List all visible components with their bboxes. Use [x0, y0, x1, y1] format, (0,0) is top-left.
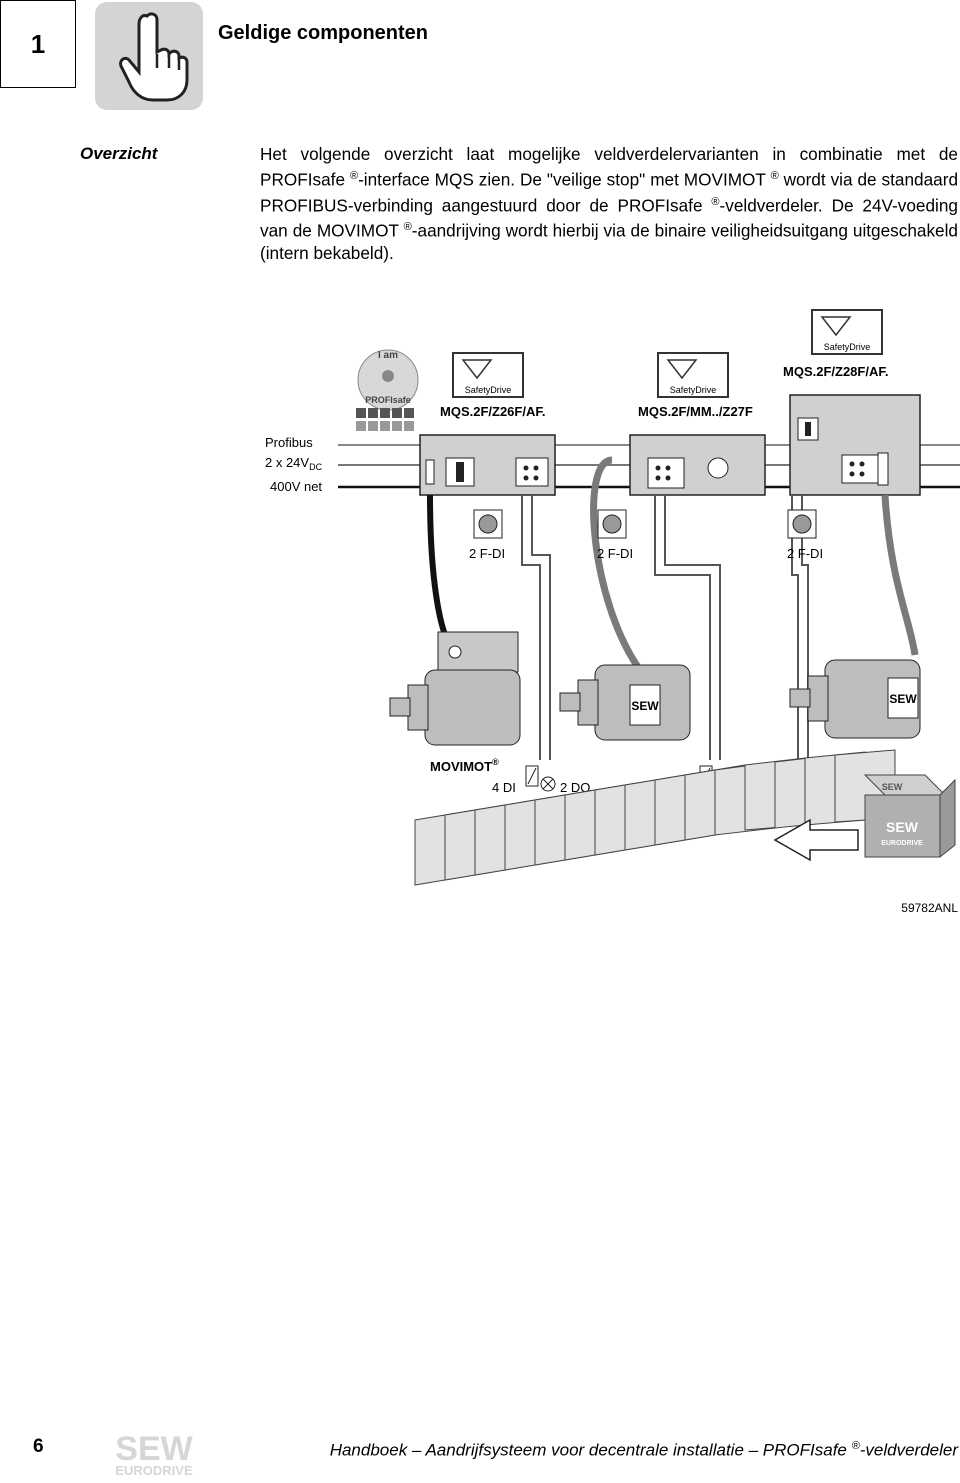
profisafe-badge: I am PROFIsafe [357, 349, 419, 411]
fdi-label-1: 2 F-DI [469, 546, 505, 561]
paragraph-part-1: Het volgende overzicht laat mogelijke ve… [260, 144, 958, 190]
footer-title: Handboek – Aandrijfsysteem voor decentra… [329, 1440, 958, 1460]
sew-package: SEW SEW EURODRIVE [863, 774, 956, 859]
fdi-label-2: 2 F-DI [597, 546, 633, 561]
movimot-label: MOVIMOT® [430, 757, 499, 774]
paragraph-part-2: -interface MQS zien. De "veilige stop" m… [358, 169, 766, 190]
cable-motor-3 [881, 494, 919, 656]
svg-text:SafetyDrive: SafetyDrive [670, 385, 717, 395]
paragraph-part-4: -veldverdeler. De 24V-voeding van de MOV… [260, 195, 958, 242]
direction-arrow-icon [773, 818, 859, 862]
field-distributor-2 [629, 434, 766, 496]
badge-line-2: PROFIsafe [365, 395, 411, 405]
registered-mark: ® [403, 221, 412, 234]
registered-mark: ® [349, 170, 359, 182]
field-distributor-3 [789, 394, 921, 496]
registered-mark: ® [770, 170, 779, 182]
pointing-hand-icon [95, 2, 203, 110]
motor-3: SEW [789, 659, 921, 739]
section-label: Overzicht [80, 144, 158, 163]
cable-motor-1 [427, 494, 453, 647]
module-label-1: MQS.2F/Z26F/AF. [440, 404, 545, 419]
motor-movimot [389, 631, 521, 746]
emergency-stop-3 [787, 509, 817, 539]
figure-id: 59782ANL [901, 901, 958, 915]
safetydrive-logo-2: SafetyDrive [657, 352, 729, 398]
field-distributor-1 [419, 434, 556, 496]
svg-text:SafetyDrive: SafetyDrive [465, 385, 512, 395]
chapter-title: Geldige componenten [218, 22, 429, 44]
svg-text:SEW: SEW [886, 819, 919, 835]
cable-motor-2 [590, 456, 643, 673]
profibus-label: Profibus [265, 435, 313, 450]
svg-text:SEW: SEW [889, 692, 917, 706]
svg-text:SEW: SEW [115, 1430, 193, 1468]
intro-paragraph: Het volgende overzicht laat mogelijke ve… [260, 143, 958, 264]
registered-mark: ® [711, 195, 720, 208]
paragraph-part-5: -aandrijving wordt hierbij via de binair… [260, 221, 958, 264]
system-overview-figure: I am PROFIsafe SafetyDrive SafetyDrive S… [250, 300, 960, 940]
profibus-logo [356, 408, 414, 431]
page-number: 6 [33, 1436, 44, 1457]
module-label-2: MQS.2F/MM../Z27F [638, 404, 753, 419]
motor-2: SEW [559, 664, 691, 741]
emergency-stop-1 [473, 509, 503, 539]
svg-text:SEW: SEW [631, 699, 659, 713]
module-label-3: MQS.2F/Z28F/AF. [783, 364, 888, 379]
svg-text:SafetyDrive: SafetyDrive [824, 342, 871, 352]
chapter-number: 1 [0, 0, 76, 88]
svg-text:EURODRIVE: EURODRIVE [881, 840, 923, 847]
supply-24v-label: 2 x 24VDC [265, 455, 323, 472]
safetydrive-logo-1: SafetyDrive [452, 352, 524, 398]
paragraph-part-3: wordt via de standaard PROFIBUS-verbindi… [260, 169, 958, 216]
svg-text:EURODRIVE: EURODRIVE [115, 1463, 193, 1478]
sew-eurodrive-logo: SEW EURODRIVE [100, 1428, 208, 1478]
safetydrive-logo-3: SafetyDrive [811, 309, 883, 355]
mains-400v-label: 400V net [270, 479, 322, 494]
do-label: 2 DO [560, 780, 590, 795]
emergency-stop-2 [597, 509, 627, 539]
roller-conveyor [414, 749, 896, 886]
svg-text:SEW: SEW [882, 782, 903, 792]
fdi-label-3: 2 F-DI [787, 546, 823, 561]
badge-line-1: I am [378, 350, 398, 361]
di-label: 4 DI [492, 780, 516, 795]
